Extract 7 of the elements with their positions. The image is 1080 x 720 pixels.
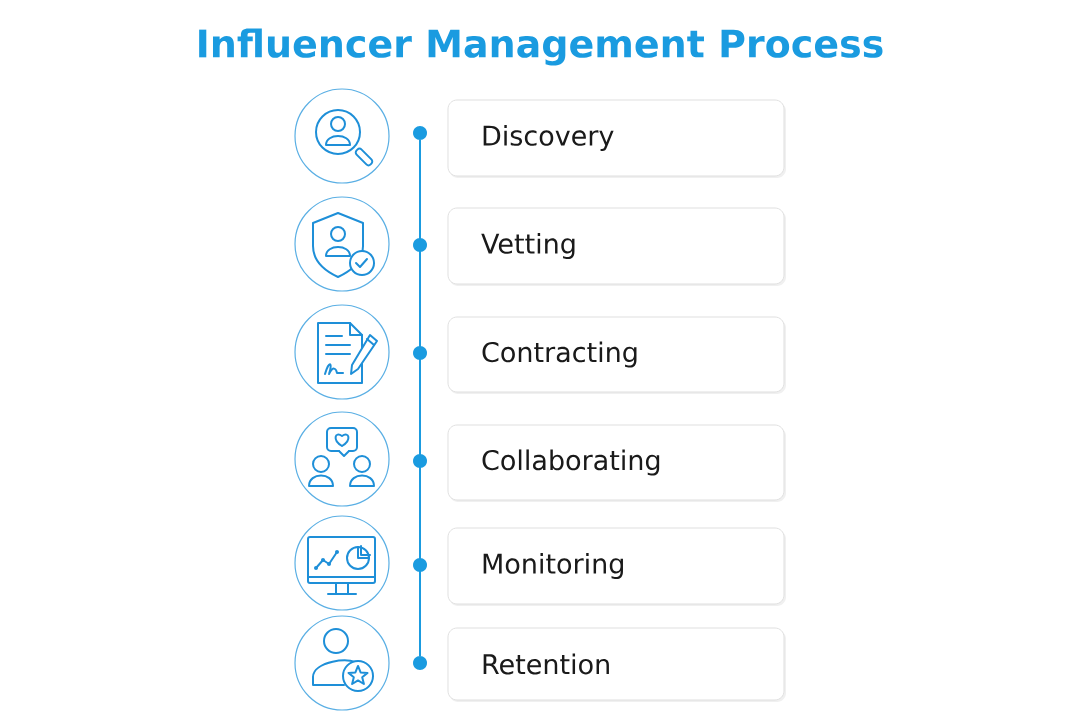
step-box: Vetting: [447, 207, 786, 286]
step-box: Collaborating: [447, 424, 786, 502]
step-box: Contracting: [447, 316, 786, 394]
step-box: Retention: [447, 627, 786, 702]
step-box: Discovery: [447, 99, 786, 178]
step-box: Monitoring: [447, 527, 786, 606]
title: Influencer Management Process: [199, 28, 883, 66]
